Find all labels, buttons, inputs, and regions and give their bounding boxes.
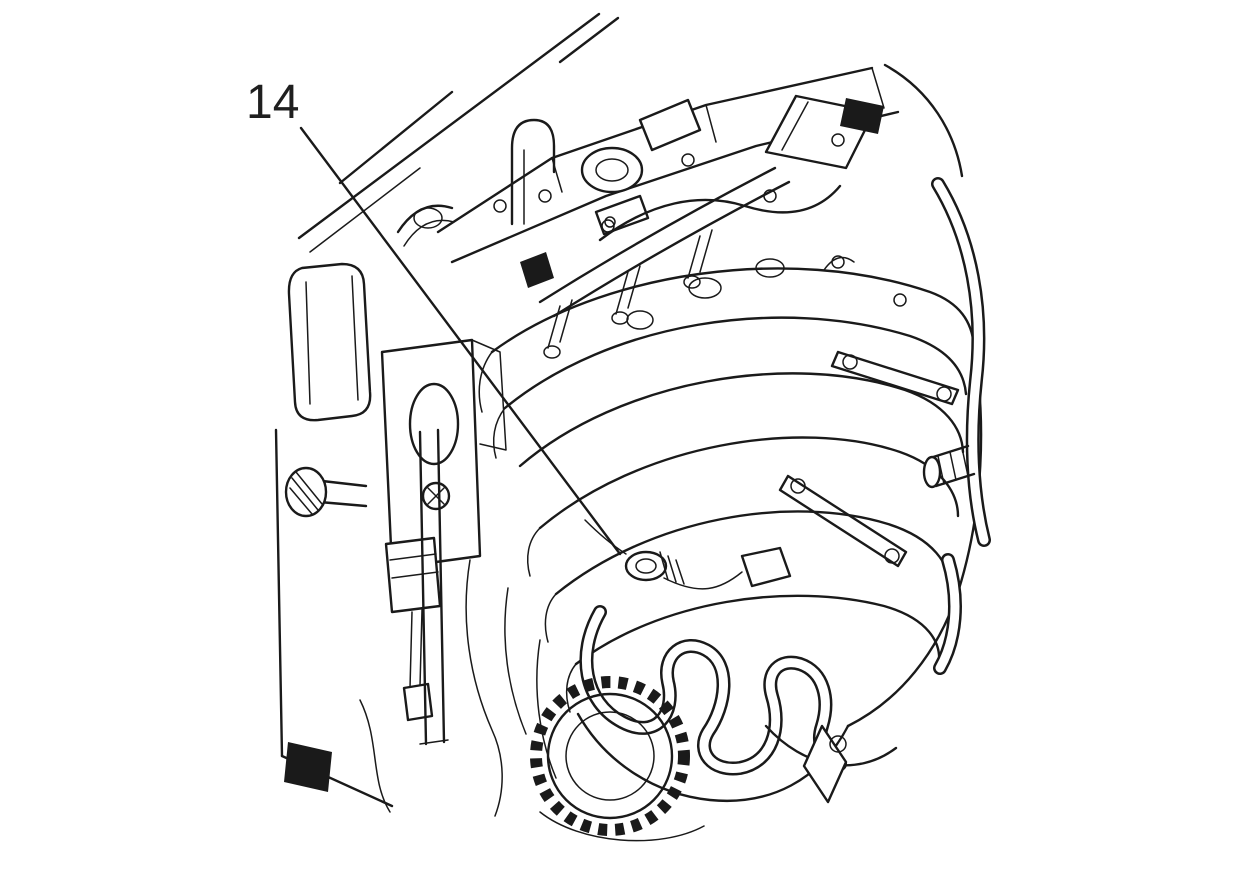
fuel-rail	[520, 166, 842, 359]
callout-14-leader-line	[299, 126, 622, 556]
connector-plug	[384, 536, 442, 722]
center-lower-hoses	[465, 559, 557, 817]
fuel-line-fitting	[584, 519, 792, 590]
wavy-hose	[579, 605, 847, 776]
bracket-plate	[380, 338, 507, 570]
bottom-right-misc	[764, 724, 898, 804]
intake-manifold	[478, 255, 983, 802]
hooked-pipe	[396, 118, 556, 247]
body-panel-lines	[297, 12, 620, 253]
right-hoses	[922, 177, 991, 675]
throttle-body	[530, 676, 705, 842]
brace-bars	[778, 350, 960, 568]
callout-14-label: 14	[246, 76, 299, 129]
valve-cover-top	[436, 63, 964, 264]
shaft-knob	[284, 466, 368, 518]
left-engine-block	[274, 262, 394, 813]
vertical-strip	[418, 428, 449, 746]
